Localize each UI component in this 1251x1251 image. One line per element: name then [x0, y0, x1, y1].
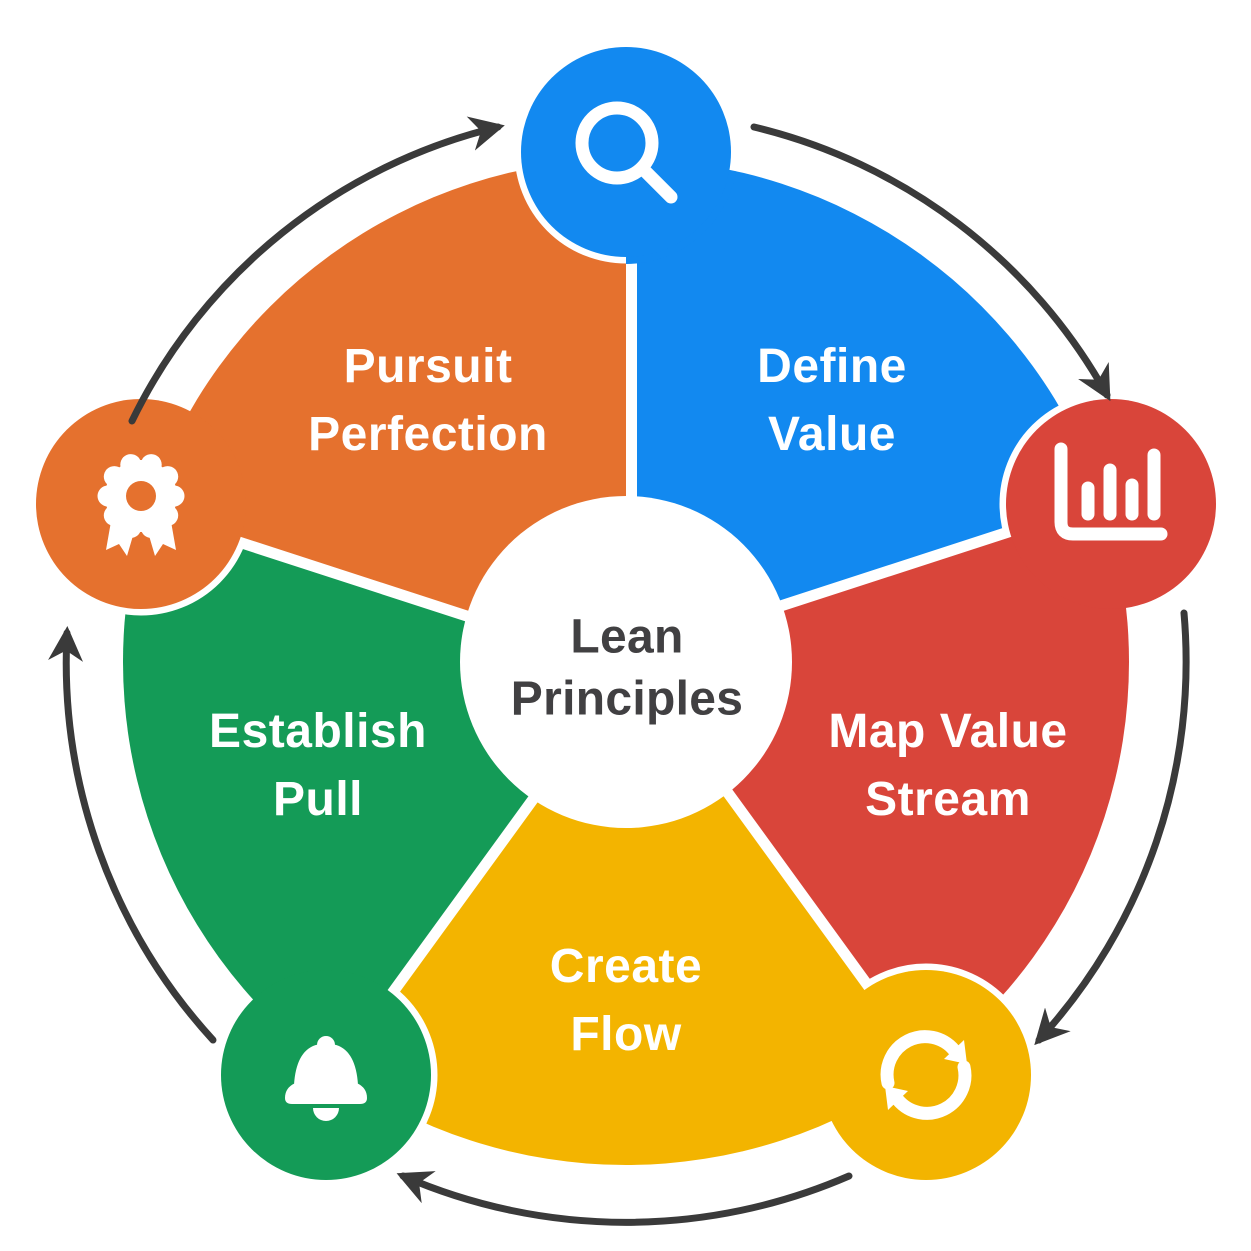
segment-label-pursuit-perfection: Pursuit Perfection — [308, 339, 548, 461]
segment-label-define-value: Define Value — [757, 339, 907, 461]
cycle-arrows — [48, 116, 1190, 1226]
cycle-arrow-top-left — [128, 116, 505, 425]
search-icon — [575, 101, 678, 204]
segment-create-flow — [314, 643, 1038, 1187]
cycle-arrow-left — [48, 626, 217, 1044]
segment-label-establish-pull: Establish Pull — [209, 704, 427, 826]
segment-define-value-circle — [514, 40, 738, 264]
bar-chart-icon — [1054, 442, 1168, 541]
cycle-arrow-right — [1034, 609, 1190, 1046]
segment-label-map-value-stream: Map Value Stream — [828, 704, 1068, 826]
cycle-arrow-top-right — [750, 123, 1111, 402]
sync-icon — [880, 1030, 972, 1120]
diagram-title: Lean Principles — [510, 610, 744, 726]
segment-label-create-flow: Create Flow — [549, 939, 703, 1061]
bell-icon — [285, 1036, 367, 1121]
center-circle — [460, 496, 792, 828]
cycle-arrow-bottom — [396, 1171, 853, 1226]
award-ribbon-icon — [97, 454, 185, 556]
